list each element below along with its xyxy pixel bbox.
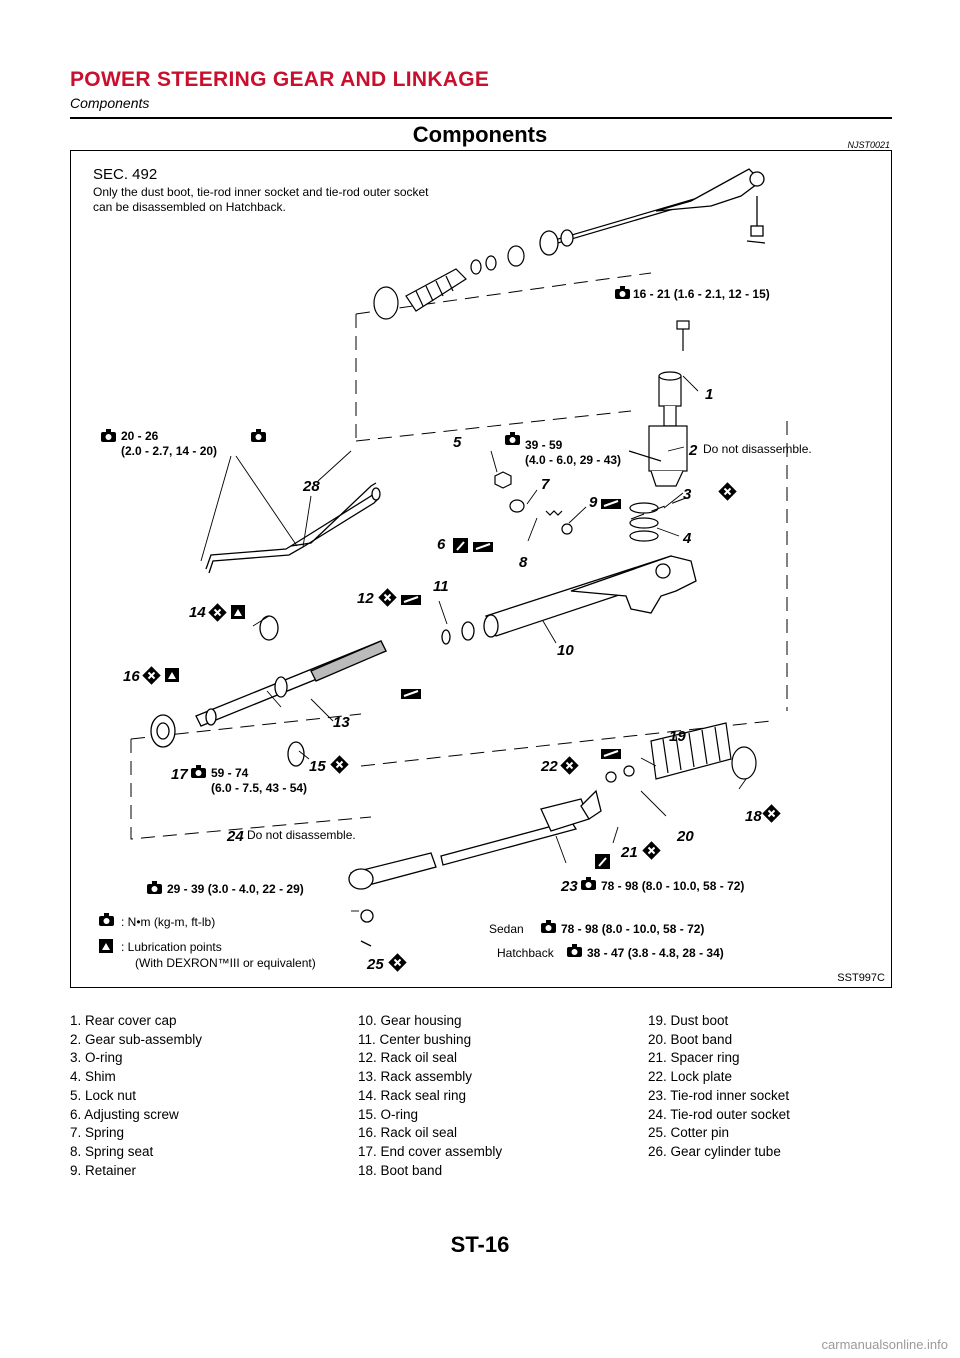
legend-item: 15. O-ring — [358, 1106, 419, 1122]
torque-bolt: 16 - 21 (1.6 - 2.1, 12 - 15) — [633, 287, 770, 301]
components-diagram: SEC. 492 Only the dust boot, tie-rod inn… — [70, 150, 892, 988]
callout-2: 2 — [688, 442, 698, 459]
legend-item: 20. Boot band — [648, 1031, 733, 1047]
page-header-subtitle: Components — [70, 95, 150, 111]
torque-locknut-b: (4.0 - 6.0, 29 - 43) — [525, 453, 621, 467]
legend-column-1: 1. Rear cover cap 2. Gear sub-assembly 3… — [70, 1012, 202, 1180]
key-lubrication: : Lubrication points — [121, 940, 222, 954]
legend-item: 1. Rear cover cap — [70, 1013, 177, 1028]
section-title: Components — [412, 122, 548, 147]
callout-5: 5 — [453, 434, 462, 451]
torque-sedan: 78 - 98 (8.0 - 10.0, 58 - 72) — [561, 922, 704, 936]
legend-item: 22. Lock plate — [648, 1069, 733, 1085]
legend-item: 8. Spring seat — [70, 1143, 154, 1159]
callout-22: 22 — [540, 758, 558, 775]
callout-14: 14 — [189, 604, 206, 621]
key-lubrication-fluid: (With DEXRON™III or equivalent) — [135, 956, 316, 970]
page-header-title: POWER STEERING GEAR AND LINKAGE — [70, 68, 490, 91]
section-code: NJST0021 — [847, 140, 890, 150]
callout-28: 28 — [302, 478, 320, 495]
callout-17: 17 — [171, 766, 188, 783]
diagram-svg: SEC. 492 Only the dust boot, tie-rod inn… — [93, 166, 812, 973]
legend-item: 19. Dust boot — [648, 1013, 729, 1028]
legend-item: 13. Rack assembly — [358, 1069, 473, 1085]
callout-4: 4 — [682, 530, 692, 547]
torque-tube-a: 20 - 26 — [121, 429, 159, 443]
callout-9: 9 — [589, 494, 598, 511]
legend-item: 7. Spring — [70, 1125, 125, 1141]
legend-item: 17. End cover assembly — [358, 1143, 503, 1159]
hatchback-label: Hatchback — [497, 946, 555, 960]
callout-8: 8 — [519, 554, 528, 571]
callout-19: 19 — [669, 728, 686, 745]
callout-16: 16 — [123, 668, 140, 685]
legend-item: 18. Boot band — [358, 1162, 443, 1178]
do-not-disassemble-2: Do not disassemble. — [703, 442, 812, 456]
torque-outer-socket: 29 - 39 (3.0 - 4.0, 22 - 29) — [167, 882, 304, 896]
callout-7: 7 — [541, 476, 550, 493]
key-torque-units: : N•m (kg-m, ft-lb) — [121, 915, 215, 929]
torque-tube-b: (2.0 - 2.7, 14 - 20) — [121, 444, 217, 458]
legend-item: 6. Adjusting screw — [70, 1106, 179, 1122]
page-number: ST-16 — [450, 1232, 510, 1257]
legend-column-2: 10. Gear housing 11. Center bushing 12. … — [358, 1012, 502, 1180]
watermark: carmanualsonline.info — [821, 1337, 948, 1352]
legend-item: 4. Shim — [70, 1069, 116, 1085]
legend-item: 23. Tie-rod inner socket — [648, 1087, 790, 1103]
callout-6: 6 — [437, 536, 446, 553]
legend-column-3: 19. Dust boot 20. Boot band 21. Spacer r… — [648, 1012, 790, 1162]
legend-item: 12. Rack oil seal — [358, 1050, 458, 1066]
callout-3: 3 — [683, 486, 692, 503]
legend-item: 3. O-ring — [70, 1050, 123, 1066]
callout-20: 20 — [676, 828, 694, 845]
torque-inner-socket: 78 - 98 (8.0 - 10.0, 58 - 72) — [601, 879, 744, 893]
legend-item: 16. Rack oil seal — [358, 1125, 458, 1141]
callout-10: 10 — [557, 642, 574, 659]
legend-item: 9. Retainer — [70, 1162, 137, 1178]
header-divider — [70, 117, 892, 119]
callout-12: 12 — [357, 590, 374, 607]
torque-endcover-b: (6.0 - 7.5, 43 - 54) — [211, 781, 307, 795]
torque-locknut-a: 39 - 59 — [525, 438, 563, 452]
callout-18: 18 — [745, 808, 762, 825]
callout-1: 1 — [705, 386, 713, 403]
callout-23: 23 — [560, 878, 578, 895]
sec-number: SEC. 492 — [93, 166, 157, 183]
figure-code: SST997C — [837, 972, 885, 984]
hatchback-note-line2: can be disassembled on Hatchback. — [93, 200, 286, 214]
legend-item: 21. Spacer ring — [648, 1050, 740, 1066]
legend-item: 10. Gear housing — [358, 1013, 462, 1028]
callout-15: 15 — [309, 758, 326, 775]
callout-13: 13 — [333, 714, 350, 731]
sedan-label: Sedan — [489, 922, 524, 936]
callout-24: 24 — [226, 828, 244, 845]
torque-endcover-a: 59 - 74 — [211, 766, 249, 780]
legend-item: 24. Tie-rod outer socket — [648, 1106, 790, 1122]
legend-item: 26. Gear cylinder tube — [648, 1143, 781, 1159]
legend-item: 5. Lock nut — [70, 1087, 137, 1103]
legend-item: 25. Cotter pin — [648, 1125, 730, 1141]
torque-hatchback: 38 - 47 (3.8 - 4.8, 28 - 34) — [587, 946, 724, 960]
legend-item: 14. Rack seal ring — [358, 1087, 467, 1103]
legend-item: 2. Gear sub-assembly — [70, 1031, 203, 1047]
callout-11: 11 — [433, 578, 449, 595]
do-not-disassemble-24: Do not disassemble. — [247, 828, 356, 842]
legend-item: 11. Center bushing — [358, 1031, 472, 1047]
hatchback-note-line1: Only the dust boot, tie-rod inner socket… — [93, 185, 429, 199]
callout-21: 21 — [620, 844, 638, 861]
callout-25: 25 — [366, 956, 384, 973]
